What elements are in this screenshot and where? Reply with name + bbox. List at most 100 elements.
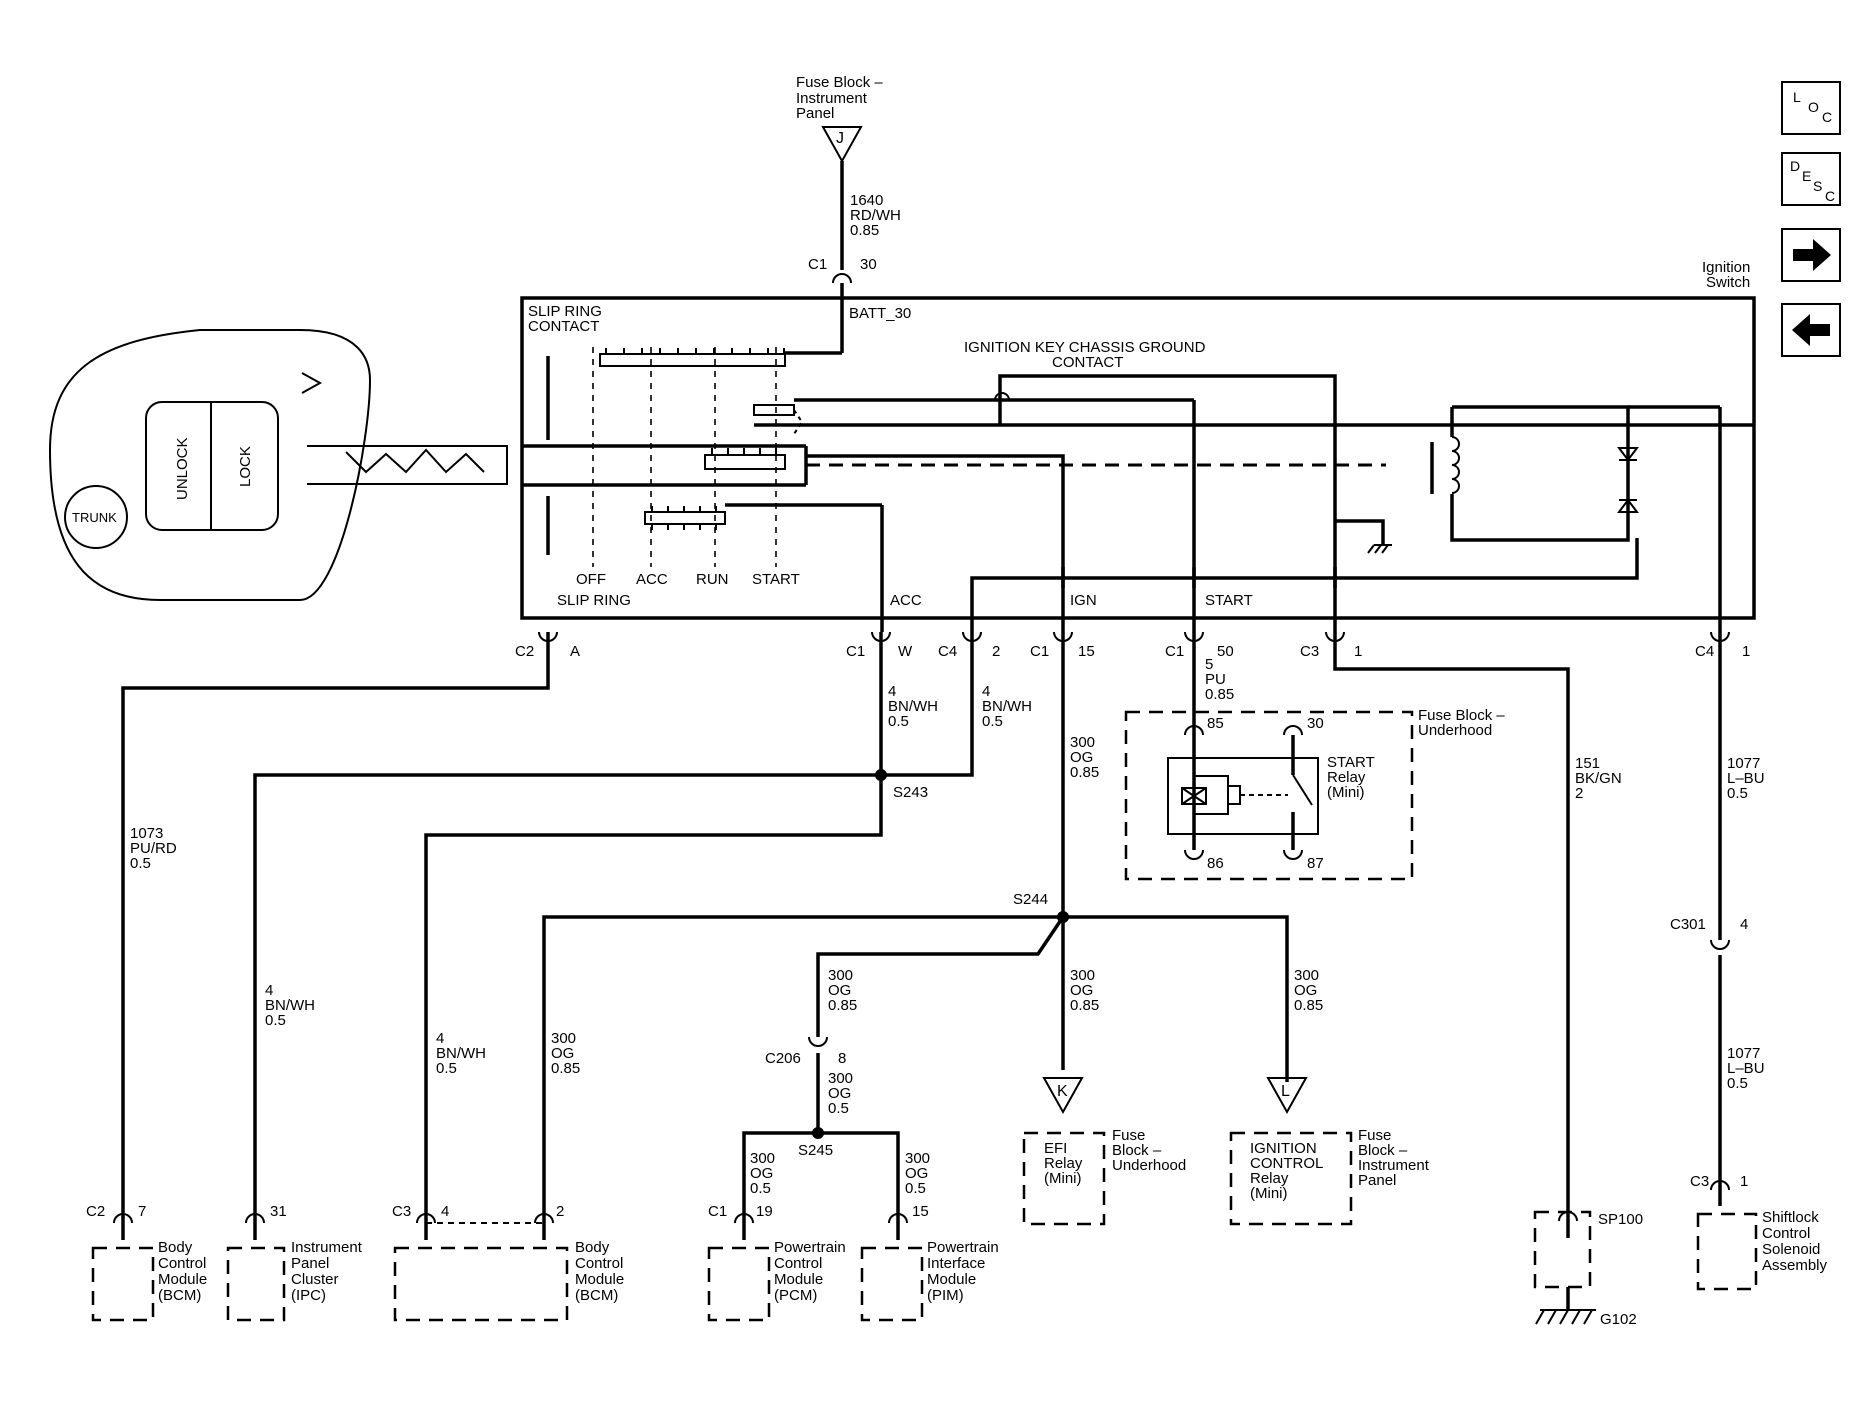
svg-text:S: S (1813, 178, 1822, 194)
svg-text:Instrument: Instrument (1358, 1157, 1430, 1174)
svg-text:0.5: 0.5 (888, 713, 909, 730)
svg-text:Relay: Relay (1250, 1170, 1289, 1187)
ref-l[interactable]: L (1266, 1077, 1308, 1115)
svg-text:Control: Control (774, 1255, 822, 1272)
svg-text:RD/WH: RD/WH (850, 207, 901, 224)
pos-start: START (752, 571, 800, 588)
svg-text:(Mini): (Mini) (1250, 1185, 1288, 1202)
module-bcm-2: Body Control Module (BCM) (393, 1239, 624, 1322)
svg-text:OG: OG (750, 1165, 773, 1182)
splice-s245: S245 (798, 1142, 833, 1159)
svg-text:Block –: Block – (1358, 1142, 1408, 1159)
svg-text:C: C (1825, 188, 1835, 204)
svg-text:OG: OG (1294, 982, 1317, 999)
svg-text:Instrument: Instrument (796, 90, 868, 107)
svg-text:OG: OG (1070, 982, 1093, 999)
svg-text:OG: OG (905, 1165, 928, 1182)
svg-text:(BCM): (BCM) (575, 1287, 618, 1304)
svg-text:Fuse Block –: Fuse Block – (1418, 707, 1505, 724)
svg-text:SP100: SP100 (1598, 1211, 1643, 1228)
svg-text:IGN: IGN (1070, 592, 1097, 609)
wire-label-ipc: 4 BN/WH 0.5 (265, 982, 315, 1029)
svg-text:Control: Control (158, 1255, 206, 1272)
svg-text:0.5: 0.5 (750, 1180, 771, 1197)
svg-text:(Mini): (Mini) (1044, 1170, 1082, 1187)
svg-text:Ignition: Ignition (1702, 259, 1750, 276)
wire-label-bcm4: 4 BN/WH 0.5 (436, 1030, 486, 1077)
svg-text:4: 4 (441, 1203, 449, 1220)
svg-text:0.85: 0.85 (850, 222, 879, 239)
svg-text:PU: PU (1205, 671, 1226, 688)
svg-text:C2: C2 (86, 1203, 105, 1220)
module-pcm: Powertrain Control Module (PCM) (707, 1239, 846, 1322)
unlock-button[interactable]: UNLOCK (174, 437, 191, 500)
svg-text:Underhood: Underhood (1112, 1157, 1186, 1174)
svg-text:31: 31 (270, 1203, 287, 1220)
svg-text:Cluster: Cluster (291, 1271, 339, 1288)
svg-text:A: A (570, 643, 580, 660)
svg-text:L–BU: L–BU (1727, 1060, 1765, 1077)
svg-text:Panel: Panel (291, 1255, 329, 1272)
loc-button[interactable]: L O C (1781, 81, 1841, 135)
svg-text:Powertrain: Powertrain (774, 1239, 846, 1256)
svg-text:C: C (1822, 109, 1832, 125)
svg-text:IGNITION: IGNITION (1250, 1140, 1317, 1157)
svg-text:300: 300 (551, 1030, 576, 1047)
svg-text:ACC: ACC (890, 592, 922, 609)
svg-text:Panel: Panel (796, 105, 834, 122)
ref-k[interactable]: K (1042, 1077, 1084, 1115)
svg-text:1: 1 (1740, 1173, 1748, 1190)
wire-label-bcm2: 300 OG 0.85 (551, 1030, 580, 1077)
svg-text:C3: C3 (1300, 643, 1319, 660)
svg-text:0.5: 0.5 (436, 1060, 457, 1077)
svg-text:300: 300 (1070, 967, 1095, 984)
svg-text:2: 2 (1575, 785, 1583, 802)
svg-text:D: D (1790, 158, 1800, 174)
svg-text:OG: OG (551, 1045, 574, 1062)
key-fob: UNLOCK LOCK TRUNK (48, 329, 508, 601)
svg-text:C1: C1 (708, 1203, 727, 1220)
svg-text:C1: C1 (808, 256, 827, 273)
svg-text:START: START (1327, 754, 1375, 771)
forward-button[interactable] (1781, 228, 1841, 282)
svg-text:0.85: 0.85 (1070, 764, 1099, 781)
ground-g102: G102 (1600, 1311, 1637, 1328)
svg-text:UNLOCK: UNLOCK (174, 437, 191, 500)
svg-text:Shiftlock: Shiftlock (1762, 1209, 1819, 1226)
svg-text:1077: 1077 (1727, 755, 1760, 772)
svg-text:2: 2 (992, 643, 1000, 660)
svg-text:300: 300 (905, 1150, 930, 1167)
splice-s243: S243 (893, 784, 928, 801)
start-relay: Fuse Block – Underhood 85 30 86 87 START… (1124, 707, 1505, 881)
svg-text:C1: C1 (846, 643, 865, 660)
svg-text:C4: C4 (938, 643, 957, 660)
svg-text:1077: 1077 (1727, 1045, 1760, 1062)
pos-acc: ACC (636, 571, 668, 588)
svg-text:C2: C2 (515, 643, 534, 660)
desc-button[interactable]: D E S C (1781, 152, 1841, 206)
svg-text:EFI: EFI (1044, 1140, 1067, 1157)
svg-text:87: 87 (1307, 855, 1324, 872)
svg-text:Block –: Block – (1112, 1142, 1162, 1159)
back-button[interactable] (1781, 303, 1841, 357)
svg-text:SLIP RING: SLIP RING (557, 592, 631, 609)
svg-text:IGNITION KEY CHASSIS GROUND: IGNITION KEY CHASSIS GROUND (964, 339, 1206, 356)
svg-text:LOCK: LOCK (237, 446, 254, 487)
lock-button[interactable]: LOCK (237, 446, 254, 487)
svg-text:50: 50 (1217, 643, 1234, 660)
svg-text:J: J (836, 130, 844, 147)
svg-text:L–BU: L–BU (1727, 770, 1765, 787)
svg-text:L: L (1793, 89, 1801, 105)
svg-text:0.85: 0.85 (828, 997, 857, 1014)
svg-text:15: 15 (912, 1203, 929, 1220)
svg-text:BN/WH: BN/WH (888, 698, 938, 715)
svg-text:C3: C3 (1690, 1173, 1709, 1190)
svg-text:Solenoid: Solenoid (1762, 1241, 1820, 1258)
pos-off: OFF (576, 571, 606, 588)
trunk-button[interactable]: TRUNK (64, 485, 128, 549)
splice-s244: S244 (1013, 891, 1048, 908)
svg-text:Assembly: Assembly (1762, 1257, 1828, 1274)
svg-text:0.85: 0.85 (1070, 997, 1099, 1014)
svg-text:Interface: Interface (927, 1255, 985, 1272)
